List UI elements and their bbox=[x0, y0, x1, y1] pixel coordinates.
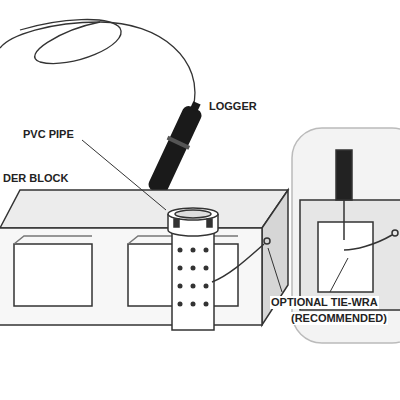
pvc-pipe bbox=[168, 208, 218, 330]
part-label: OPTIONAL TIE-WRA bbox=[270, 296, 379, 309]
leader-lines bbox=[82, 140, 348, 292]
inset-panel bbox=[292, 128, 400, 343]
tie-wrap bbox=[212, 238, 270, 282]
inset-detail bbox=[300, 150, 400, 310]
part-label: DER BLOCK bbox=[2, 172, 69, 185]
logger-body bbox=[145, 98, 208, 197]
part-label: LOGGER bbox=[208, 100, 258, 113]
part-label: (RECOMMENDED) bbox=[290, 312, 388, 325]
cinder-block bbox=[0, 190, 288, 325]
part-label: PVC PIPE bbox=[22, 128, 75, 141]
logger-cable bbox=[0, 20, 195, 108]
